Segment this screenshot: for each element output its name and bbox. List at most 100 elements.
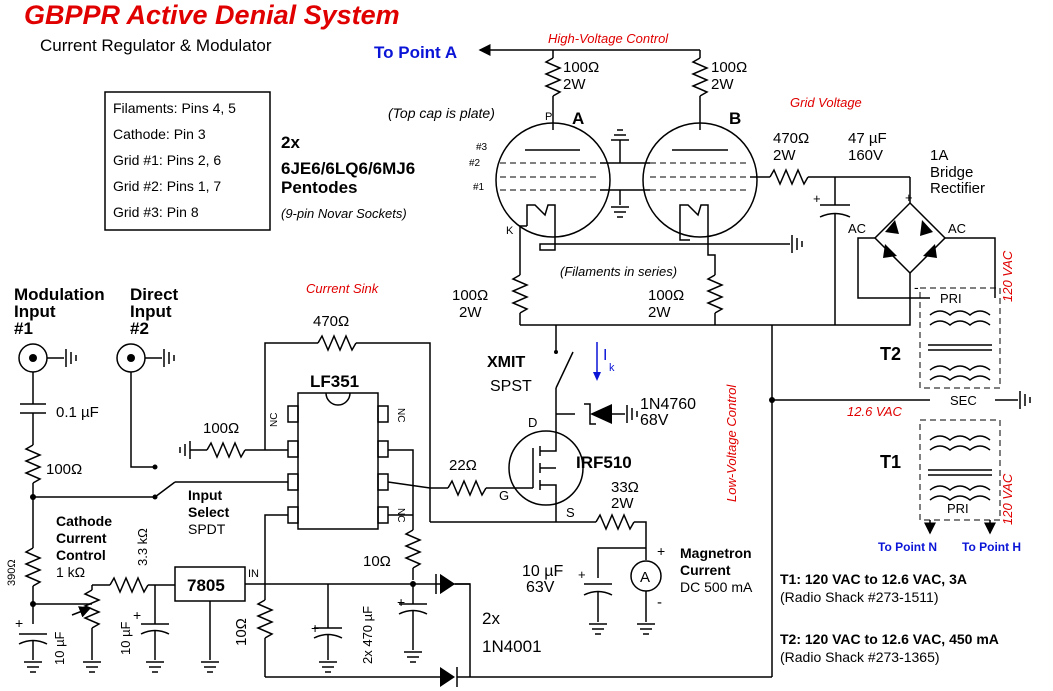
pinout-line-5: Grid #3: Pin 8 — [113, 204, 199, 220]
capacitor-470uf-a — [313, 633, 343, 639]
shunt-resistor — [595, 513, 635, 531]
output-cap-value: 10 µF — [522, 563, 563, 580]
cathode-ctrl-line-1: Cathode — [56, 513, 112, 529]
tube-types: 6JE6/6LQ6/6MJ6 — [281, 159, 415, 178]
bridge-rectifier — [873, 201, 947, 275]
plate-resistor-b-watt: 2W — [711, 76, 734, 93]
resistor-10-opamp-value: 10Ω — [363, 553, 391, 570]
zener-voltage: 68V — [640, 412, 669, 429]
irf510-mosfet — [508, 430, 584, 506]
regulator-label: 7805 — [187, 576, 225, 595]
series-resistor — [24, 444, 42, 484]
v120-bottom-label: 120 VAC — [1000, 473, 1015, 525]
grid-voltage-label: Grid Voltage — [790, 95, 862, 110]
cathode-potentiometer[interactable] — [83, 589, 101, 629]
zener-part: 1N4760 — [640, 396, 696, 413]
tube-kind: Pentodes — [281, 178, 358, 197]
t1-pri-label: PRI — [947, 501, 969, 516]
pinout-line-3: Grid #1: Pins 2, 6 — [113, 152, 221, 168]
current-sink-label: Current Sink — [306, 281, 380, 296]
feedback-resistor-value: 470Ω — [313, 313, 349, 330]
meter-label-3: DC 500 mA — [680, 579, 753, 595]
to-point-h: To Point H — [962, 540, 1021, 554]
tube-a — [495, 122, 611, 238]
diodes-count: 2x — [482, 609, 500, 628]
bridge-line-2: Bridge — [930, 164, 973, 181]
switch-line-1: Input — [188, 487, 223, 503]
grid-resistor — [769, 168, 809, 186]
direct-input-line-3: #2 — [130, 319, 149, 338]
bridge-minus: - — [914, 279, 919, 295]
grid-cap-voltage: 160V — [848, 147, 883, 164]
input-capacitor-value: 0.1 µF — [56, 404, 99, 421]
resistor-10-reg — [256, 599, 274, 639]
to-point-a: To Point A — [374, 43, 457, 62]
resistor-10-opamp — [404, 529, 422, 569]
sec-label: SEC — [950, 393, 977, 408]
nc-pin8: NC — [395, 408, 406, 422]
tube-a-label: A — [572, 109, 584, 128]
ammeter-letter: A — [640, 569, 650, 586]
resistor-390 — [24, 547, 42, 587]
mosfet-gate: G — [499, 488, 509, 503]
capacitor-10uf-a — [18, 639, 48, 645]
bridge-plus: + — [905, 190, 913, 205]
grid3-label: #3 — [476, 142, 488, 153]
note-t2: T2: 120 VAC to 12.6 VAC, 450 mA — [780, 631, 999, 647]
cap-470-value: 2x 470 µF — [360, 606, 375, 664]
output-cap-plus: + — [578, 567, 586, 582]
tube-sockets: (9-pin Novar Sockets) — [281, 206, 407, 221]
grid-resistor-watt: 2W — [773, 147, 796, 164]
tube-a-cathode — [526, 204, 556, 226]
ik-sub: k — [609, 362, 615, 374]
input-resistor-value: 100Ω — [203, 420, 239, 437]
cathode-ctrl-line-2: Current — [56, 530, 107, 546]
resistor-3k3-value: 3.3 kΩ — [135, 528, 150, 566]
filaments-note: (Filaments in series) — [560, 264, 677, 279]
xmit-switch[interactable] — [555, 351, 574, 389]
shunt-watt: 2W — [611, 495, 634, 512]
ammeter-minus: - — [657, 594, 662, 611]
meter-label-1: Magnetron — [680, 545, 752, 561]
pinout-box — [104, 91, 271, 231]
diodes-part: 1N4001 — [482, 637, 542, 656]
capacitor-470uf-b — [398, 609, 428, 615]
plate-resistor-a — [544, 57, 562, 97]
grid-cap-plus: + — [813, 191, 821, 206]
cap-10b-value: 10 µF — [118, 621, 133, 655]
xmit-label: XMIT — [487, 354, 525, 371]
grid-cap-value: 47 µF — [848, 130, 887, 147]
note-t2-part: (Radio Shack #273-1365) — [780, 649, 940, 665]
cathode-resistor-b — [706, 274, 724, 314]
bridge-ac-left: AC — [848, 221, 866, 236]
cathode-resistor-a — [511, 274, 529, 314]
tube-b-cathode — [679, 204, 709, 226]
to-point-n: To Point N — [878, 540, 937, 554]
pinout-line-4: Grid #2: Pins 1, 7 — [113, 178, 221, 194]
tube-a-pin-p: P — [545, 111, 552, 123]
tube-b — [642, 122, 758, 238]
v126-label: 12.6 VAC — [847, 404, 903, 419]
series-resistor-value: 100Ω — [46, 461, 82, 478]
cap-10b-plus: + — [133, 607, 141, 623]
direct-input-line-2: Input — [130, 302, 172, 321]
output-cap-voltage: 63V — [526, 579, 555, 596]
tube-a-pin-k: K — [506, 225, 514, 237]
low-voltage-control-label: Low-Voltage Control — [724, 384, 739, 502]
mosfet-label: IRF510 — [576, 453, 632, 472]
cap-470a-plus: + — [311, 620, 319, 636]
cathode-resistor-b-watt: 2W — [648, 304, 671, 321]
capacitor-10uf-b — [140, 629, 170, 635]
grid-capacitor — [819, 212, 851, 218]
pinout-line-2: Cathode: Pin 3 — [113, 126, 206, 142]
grid2-label: #2 — [469, 158, 481, 169]
input-select-switch[interactable] — [154, 481, 176, 498]
cathode-ctrl-line-3: Control — [56, 547, 106, 563]
switch-line-2: Select — [188, 504, 230, 520]
mosfet-source: S — [566, 505, 575, 520]
direct-input-line-1: Direct — [130, 285, 179, 304]
cap-470b-plus: + — [397, 594, 405, 610]
plate-note: (Top cap is plate) — [388, 105, 495, 121]
mod-input-line-3: #1 — [14, 319, 33, 338]
